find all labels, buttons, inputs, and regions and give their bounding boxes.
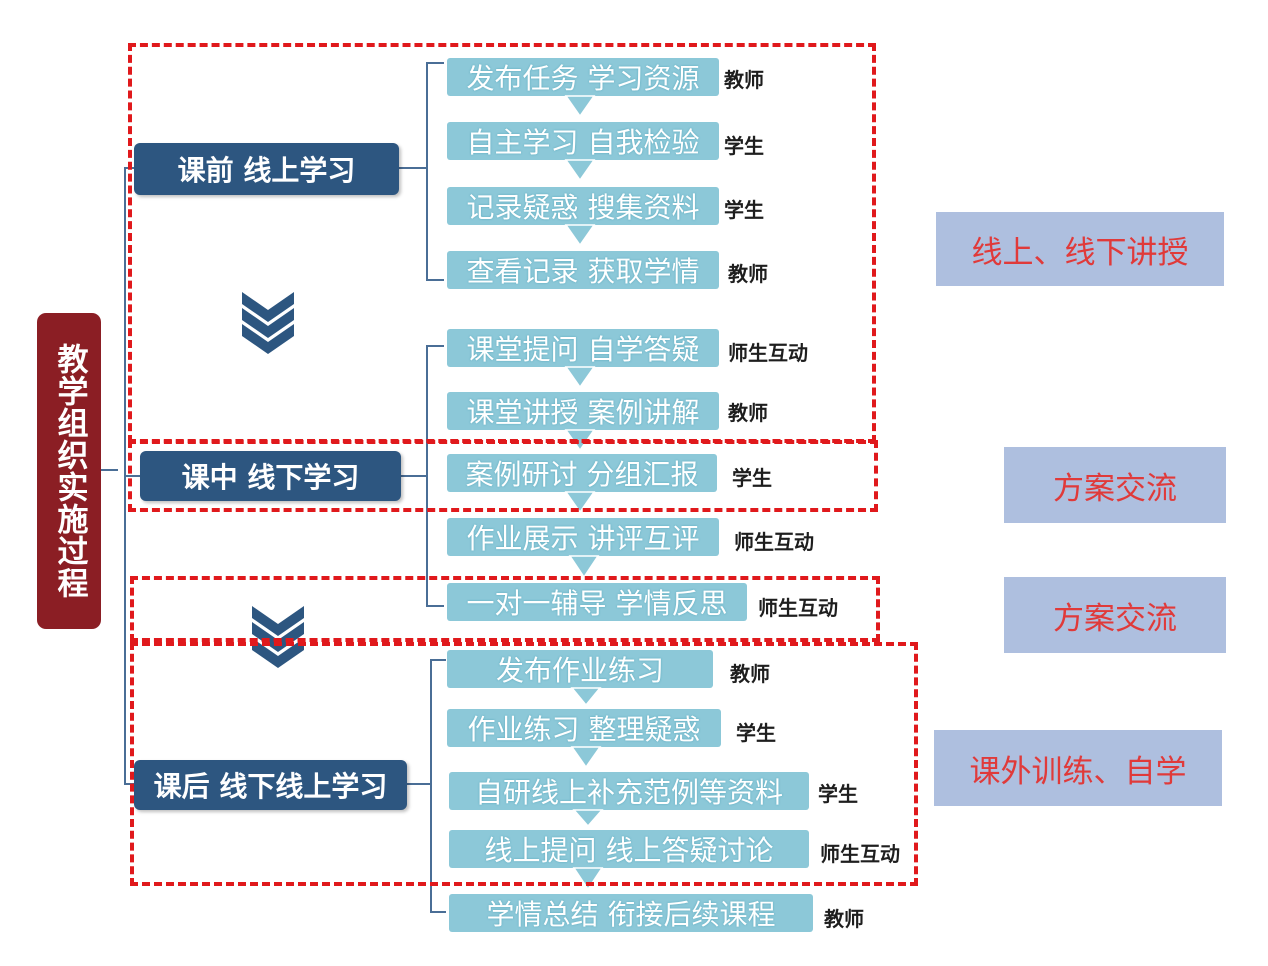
down-arrow-icon (564, 366, 596, 389)
step-label: 一对一辅导 学情反思 (466, 587, 728, 620)
step-box: 作业练习 整理疑惑 (447, 709, 721, 747)
step-box: 作业展示 讲评互评 (447, 518, 719, 556)
step-box: 一对一辅导 学情反思 (447, 583, 747, 621)
step-label: 记录疑惑 搜集资料 (466, 191, 700, 224)
step-box: 查看记录 获取学情 (447, 251, 719, 289)
step-box: 学情总结 衔接后续课程 (449, 894, 813, 932)
step-role: 教师 (728, 262, 768, 286)
double-chevron-down-icon (252, 606, 304, 668)
step-role: 学生 (724, 198, 764, 222)
down-arrow-icon (564, 95, 596, 118)
note-box: 课外训练、自学 (934, 730, 1222, 806)
step-label: 自主学习 自我检验 (466, 126, 700, 159)
down-arrow-icon (572, 867, 604, 891)
down-arrow-icon (570, 687, 602, 707)
step-label: 课堂提问 自学答疑 (466, 333, 700, 366)
step-box: 自主学习 自我检验 (447, 122, 719, 160)
step-role: 师生互动 (728, 341, 808, 365)
note-label: 线上、线下讲授 (971, 234, 1189, 271)
step-label: 查看记录 获取学情 (466, 255, 700, 288)
down-arrow-icon (564, 159, 596, 182)
step-role: 学生 (736, 721, 776, 745)
phase-pre-class: 课前 线上学习 (134, 143, 399, 195)
phase-pre-label: 课前 线上学习 (177, 154, 356, 187)
down-arrow-icon (570, 746, 602, 769)
step-role: 师生互动 (758, 596, 838, 620)
down-arrow-icon (564, 224, 596, 247)
step-label: 学情总结 衔接后续课程 (486, 898, 776, 931)
step-role: 教师 (730, 662, 770, 686)
note-box: 方案交流 (1004, 447, 1226, 523)
step-role: 教师 (724, 68, 764, 92)
step-role: 学生 (724, 134, 764, 158)
note-label: 方案交流 (1053, 600, 1177, 637)
step-role: 教师 (728, 401, 768, 425)
down-arrow-icon (564, 491, 596, 514)
frame-case-discussion (128, 440, 878, 512)
step-role: 学生 (818, 782, 858, 806)
step-box: 课堂讲授 案例讲解 (447, 392, 719, 430)
root-label: 教学组织实施过程 (51, 343, 88, 599)
frame-online-offline (128, 43, 876, 443)
down-arrow-icon (568, 555, 600, 579)
note-box: 线上、线下讲授 (936, 212, 1224, 286)
phase-in-label: 课中 线下学习 (181, 461, 360, 494)
root-node: 教学组织实施过程 (37, 313, 101, 629)
note-box: 方案交流 (1004, 577, 1226, 653)
step-box: 发布任务 学习资源 (447, 58, 719, 96)
note-label: 方案交流 (1053, 470, 1177, 507)
step-box: 发布作业练习 (447, 650, 713, 688)
step-box: 案例研讨 分组汇报 (447, 454, 717, 492)
step-label: 自研线上补充范例等资料 (474, 776, 783, 809)
step-label: 发布任务 学习资源 (466, 62, 700, 95)
step-label: 课堂讲授 案例讲解 (466, 396, 700, 429)
step-box: 自研线上补充范例等资料 (449, 772, 809, 810)
step-box: 记录疑惑 搜集资料 (447, 187, 719, 225)
step-role: 师生互动 (734, 530, 814, 554)
double-chevron-down-icon (242, 292, 294, 354)
step-label: 线上提问 线上答疑讨论 (484, 834, 774, 867)
step-label: 作业展示 讲评互评 (466, 522, 700, 555)
step-box: 线上提问 线上答疑讨论 (449, 830, 809, 868)
down-arrow-icon (572, 809, 604, 828)
step-label: 案例研讨 分组汇报 (465, 458, 699, 491)
step-label: 发布作业练习 (495, 654, 664, 687)
step-role: 学生 (732, 466, 772, 490)
phase-in-class: 课中 线下学习 (140, 451, 401, 501)
note-label: 课外训练、自学 (969, 753, 1187, 790)
step-box: 课堂提问 自学答疑 (447, 329, 719, 367)
step-role: 师生互动 (820, 842, 900, 866)
step-role: 教师 (824, 907, 864, 931)
frame-tutoring (130, 576, 880, 642)
phase-post-class: 课后 线下线上学习 (134, 760, 407, 810)
phase-post-label: 课后 线下线上学习 (153, 770, 388, 803)
frame-after-class (130, 642, 918, 886)
step-label: 作业练习 整理疑惑 (467, 713, 701, 746)
